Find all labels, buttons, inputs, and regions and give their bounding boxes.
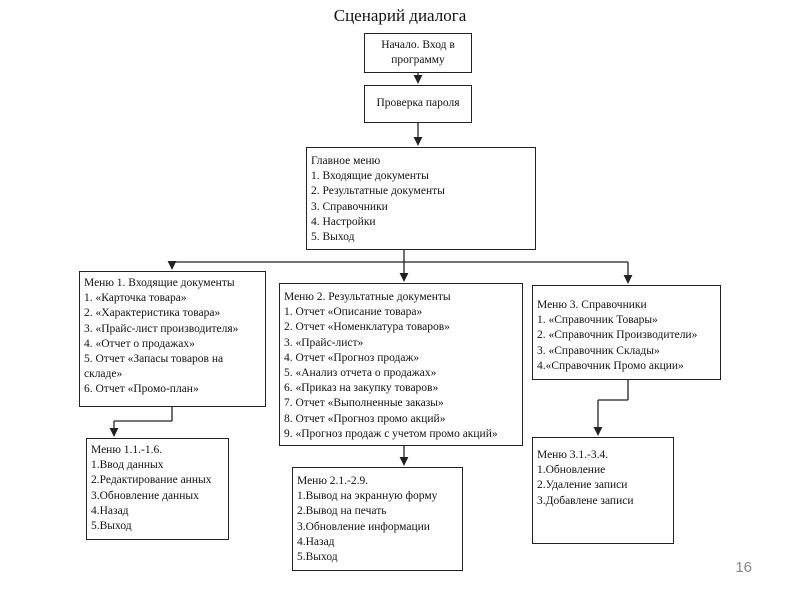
main-menu-title: Главное меню (311, 155, 381, 167)
submenu-1-item: 1.Ввод данных (91, 459, 164, 472)
menu3-item: 1. «Справочник Товары» (537, 314, 658, 327)
submenu-2-node: Меню 2.1.-2.9. 1.Вывод на экранную форму… (292, 467, 463, 571)
submenu-1-node: Меню 1.1.-1.6. 1.Ввод данных 2.Редактиро… (86, 438, 229, 540)
submenu-1-item: 3.Обновление данных (91, 489, 199, 502)
menu1-item: 1. «Карточка товара» (84, 292, 187, 305)
menu2-node: Меню 2. Результатные документы 1. Отчет … (279, 283, 523, 446)
menu3-title: Меню 3. Справочники (537, 299, 647, 311)
submenu-3-item: 1.Обновление (537, 464, 606, 477)
menu3-item: 2. «Справочник Производители» (537, 329, 698, 342)
submenu-3-item: 3.Добавлене записи (537, 494, 634, 507)
main-menu-node: Главное меню 1. Входящие документы 2. Ре… (306, 147, 536, 250)
menu1-item: 4. «Отчет о продажах» (84, 337, 195, 350)
menu2-item: 7. Отчет «Выполненные заказы» (284, 397, 444, 410)
submenu-2-item: 5.Выход (297, 551, 338, 564)
menu1-item: складе» (84, 368, 123, 381)
submenu-1-title: Меню 1.1.-1.6. (91, 444, 163, 456)
main-menu-item: 2. Результатные документы (311, 185, 445, 198)
submenu-2-item: 2.Вывод на печать (297, 505, 387, 518)
main-menu-item: 4. Настройки (311, 215, 376, 228)
menu2-item: 4. Отчет «Прогноз продаж» (284, 351, 420, 364)
submenu-1-item: 4.Назад (91, 504, 129, 517)
submenu-2-item: 3.Обновление информации (297, 520, 430, 533)
main-menu-item: 3. Справочники (311, 200, 388, 213)
submenu-2-title: Меню 2.1.-2.9. (297, 475, 369, 487)
menu3-item: 4.«Справочник Промо акции» (537, 359, 684, 372)
menu2-item: 2. Отчет «Номенклатура товаров» (284, 321, 450, 334)
menu1-item: 3. «Прайс-лист производителя» (84, 322, 239, 335)
menu1-item: 5. Отчет «Запасы товаров на (84, 353, 224, 366)
menu3-item: 3. «Справочник Склады» (537, 344, 660, 357)
main-menu-item: 5. Выход (311, 231, 355, 244)
menu1-node: Меню 1. Входящие документы 1. «Карточка … (79, 271, 266, 407)
menu2-item: 6. «Приказ на закупку товаров» (284, 382, 439, 395)
menu2-item: 5. «Анализ отчета о продажах» (284, 367, 437, 380)
menu2-title: Меню 2. Результатные документы (284, 291, 451, 303)
submenu-3-title: Меню 3.1.-3.4. (537, 449, 609, 461)
menu2-item: 8. Отчет «Прогноз промо акций» (284, 412, 446, 425)
menu2-item: 3. «Прайс-лист» (284, 336, 364, 349)
menu3-node: Меню 3. Справочники 1. «Справочник Товар… (532, 285, 721, 380)
submenu-1-item: 2.Редактирование анных (91, 474, 212, 487)
password-label: Проверка пароля (376, 97, 460, 110)
diagram-title: Сценарий диалога (333, 6, 467, 25)
page-number: 16 (735, 559, 752, 576)
menu2-item: 9. «Прогноз продаж с учетом промо акций» (284, 427, 498, 440)
submenu-2-item: 4.Назад (297, 535, 335, 548)
submenu-1-item: 5.Выход (91, 520, 132, 533)
menu1-item: 2. «Характеристика товара» (84, 307, 221, 320)
menu1-title: Меню 1. Входящие документы (84, 277, 235, 289)
submenu-2-item: 1.Вывод на экранную форму (297, 490, 438, 503)
submenu-3-item: 2.Удаление записи (537, 479, 628, 492)
menu1-item: 6. Отчет «Промо-план» (84, 383, 199, 396)
start-node: Начало. Вход в программу (364, 33, 472, 73)
password-check-node: Проверка пароля (364, 85, 472, 123)
submenu-3-node: Меню 3.1.-3.4. 1.Обновление 2.Удаление з… (532, 437, 674, 544)
start-line-2: программу (391, 54, 445, 66)
start-line-1: Начало. Вход в (381, 38, 455, 51)
menu2-item: 1. Отчет «Описание товара» (284, 306, 423, 319)
main-menu-item: 1. Входящие документы (311, 170, 429, 183)
